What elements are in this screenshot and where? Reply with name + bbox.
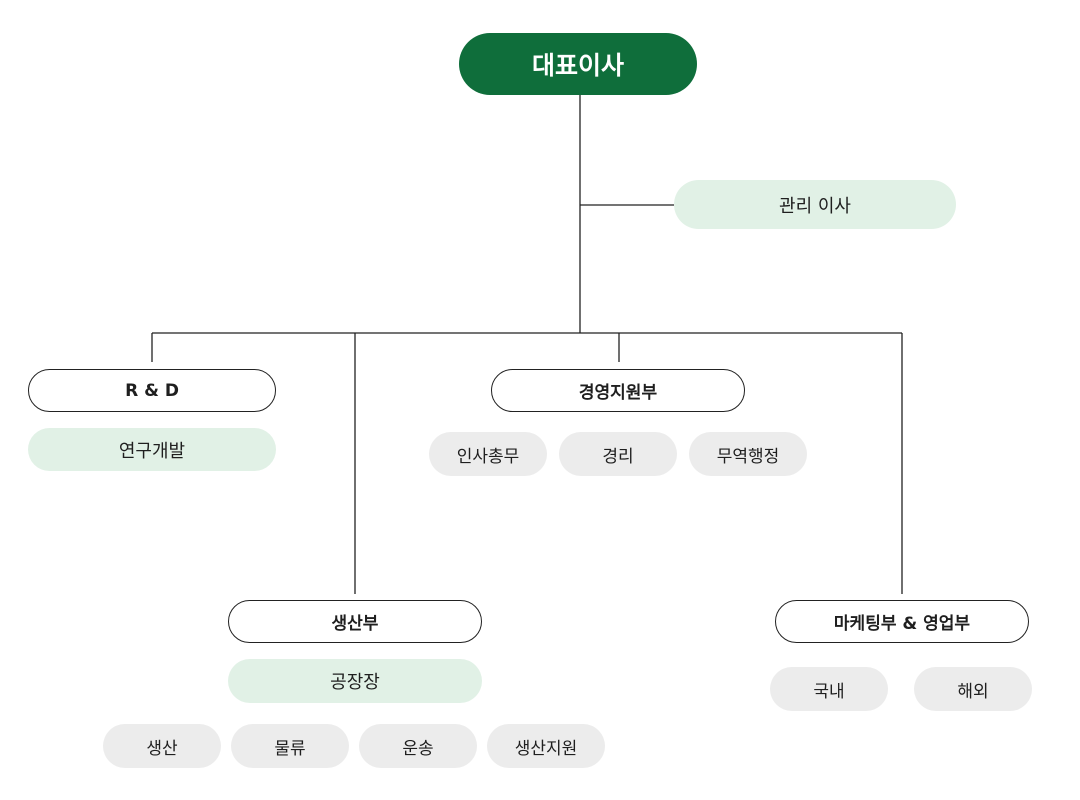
team-label: 생산지원 <box>514 738 578 759</box>
ceo-box: 대표이사 <box>459 33 697 95</box>
team-box-hr-general: 인사총무 <box>429 432 547 476</box>
marketing-sales-dept-box: 마케팅부 & 영업부 <box>775 600 1029 643</box>
rnd-sub-label: 연구개발 <box>118 440 186 462</box>
rnd-dept-box: R & D <box>28 369 276 412</box>
production-dept-label: 생산부 <box>331 614 379 634</box>
team-label: 운송 <box>402 738 434 759</box>
team-label: 인사총무 <box>456 446 520 467</box>
team-box-production: 생산 <box>103 724 221 768</box>
management-support-dept-box: 경영지원부 <box>491 369 745 412</box>
team-label: 해외 <box>957 681 989 702</box>
team-box-domestic: 국내 <box>770 667 888 711</box>
production-sub-label: 공장장 <box>330 672 380 693</box>
production-sub-box: 공장장 <box>228 659 482 703</box>
team-label: 국내 <box>813 681 845 702</box>
team-box-trade-admin: 무역행정 <box>689 432 807 476</box>
team-box-production-support: 생산지원 <box>487 724 605 768</box>
team-box-transport: 운송 <box>359 724 477 768</box>
rnd-sub-box: 연구개발 <box>28 428 276 471</box>
team-label: 무역행정 <box>716 446 780 467</box>
management-support-dept-label: 경영지원부 <box>578 383 658 403</box>
production-dept-box: 생산부 <box>228 600 482 643</box>
managing-director-label: 관리 이사 <box>779 195 851 217</box>
team-label: 생산 <box>146 738 178 759</box>
team-box-logistics: 물류 <box>231 724 349 768</box>
managing-director-box: 관리 이사 <box>674 180 956 229</box>
marketing-sales-dept-label: 마케팅부 & 영업부 <box>833 614 971 634</box>
team-label: 경리 <box>602 446 634 467</box>
team-label: 물류 <box>274 738 306 759</box>
team-box-overseas: 해외 <box>914 667 1032 711</box>
ceo-label: 대표이사 <box>531 51 624 80</box>
team-box-accounting: 경리 <box>559 432 677 476</box>
rnd-dept-label: R & D <box>125 380 179 401</box>
